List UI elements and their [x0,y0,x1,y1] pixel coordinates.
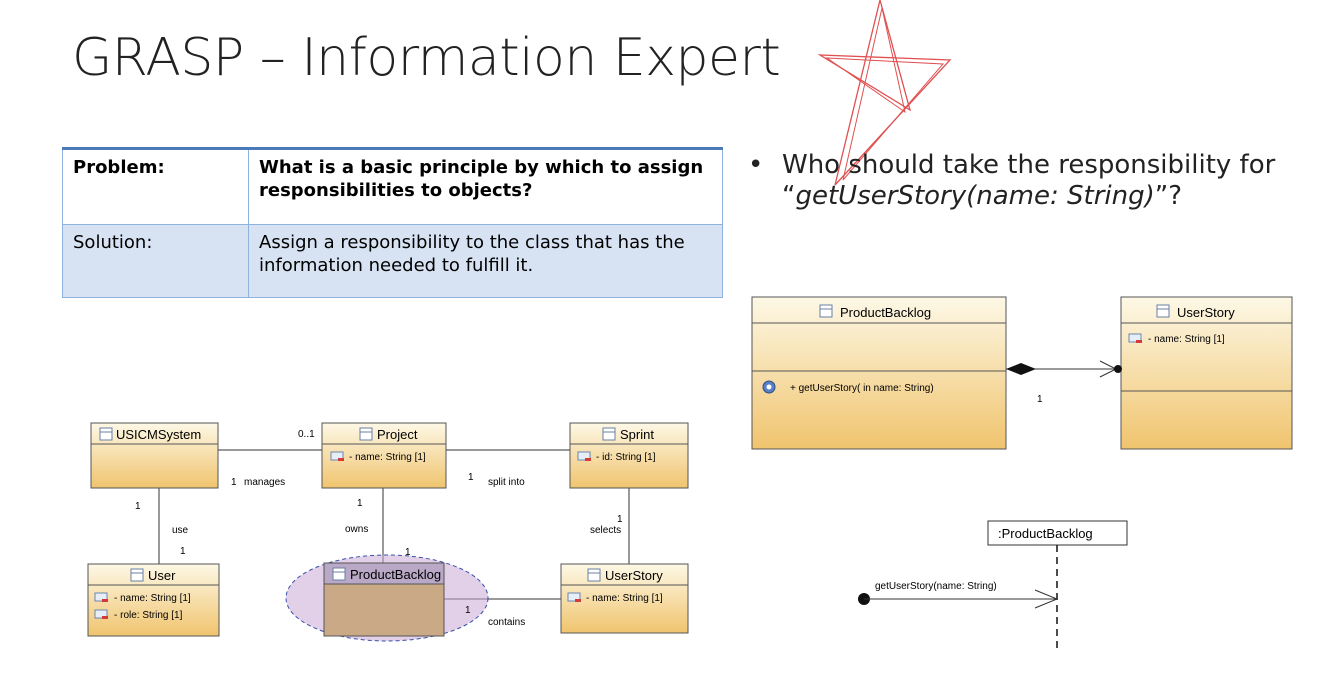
detail-backlog-op: + getUserStory( in name: String) [790,383,934,394]
label-manages: manages [244,477,285,488]
class-project: Project - name: String [1] [321,422,447,489]
label-split-into: split into [488,477,525,488]
userstory-attr: - name: String [1] [586,593,663,604]
bullet-method: getUserStory(name: String) [795,180,1155,211]
bullet-suffix: ”? [1154,180,1183,211]
domain-labels: 0..1 1 manages 1 split into 1 use 1 1 ow… [135,429,623,628]
label-user-1: 1 [180,546,186,557]
class-productbacklog: ProductBacklog [285,554,489,642]
detail-productbacklog: ProductBacklog + getUserStory( in name: … [751,296,1007,450]
project-name: Project [377,427,418,442]
label-contains-1: 1 [465,605,471,616]
problem-text: What is a basic principle by which to as… [248,147,723,225]
user-attr-name: - name: String [1] [114,593,191,604]
project-attr: - name: String [1] [349,452,426,463]
grasp-table: Problem: What is a basic principle by wh… [62,147,723,298]
usicm-name: USICMSystem [116,427,201,442]
label-project-1: 1 [357,498,363,509]
sprint-name: Sprint [620,427,654,442]
userstory-name: UserStory [605,568,663,583]
detail-userstory-name: UserStory [1177,305,1235,320]
class-sprint: Sprint - id: String [1] [569,422,689,489]
label-owns: owns [345,524,368,535]
user-attr-role: - role: String [1] [114,610,183,621]
problem-label: Problem: [62,147,249,225]
detail-userstory: UserStory - name: String [1] [1120,296,1293,450]
label-usicm-1: 1 [135,501,141,512]
label-mult-01: 0..1 [298,429,315,440]
sprint-attr: - id: String [1] [596,452,656,463]
question-bullet: • Who should take the responsibility for… [748,150,1302,211]
detail-userstory-attr: - name: String [1] [1148,334,1225,345]
gear-icon [762,380,776,394]
label-contains: contains [488,617,525,628]
detail-backlog-name: ProductBacklog [840,305,931,320]
bullet-dot-icon: • [748,150,764,180]
star-doodle [817,0,952,186]
label-sprint-1: 1 [617,514,623,525]
label-manages-1: 1 [231,477,237,488]
label-split-1: 1 [468,472,474,483]
class-usicmsystem: USICMSystem [90,422,219,489]
detail-mult: 1 [1037,394,1043,405]
bullet-prefix: Who should take the responsibility for “ [782,150,1276,211]
class-user: User - name: String [1] - role: String [… [87,563,220,637]
solution-text: Assign a responsibility to the class tha… [248,224,723,298]
label-use: use [172,525,189,536]
slide-title: GRASP – Information Expert [72,28,781,88]
lifeline-label: :ProductBacklog [998,526,1093,541]
solution-label: Solution: [62,224,249,298]
message-label: getUserStory(name: String) [875,581,997,592]
label-backlog-1: 1 [405,547,411,558]
class-userstory: UserStory - name: String [1] [560,563,689,634]
sequence-diagram: :ProductBacklog getUserStory(name: Strin… [858,520,1128,650]
composition-link: 1 [1006,360,1122,405]
label-selects: selects [590,525,621,536]
user-name: User [148,568,176,583]
backlog-name: ProductBacklog [350,567,441,582]
